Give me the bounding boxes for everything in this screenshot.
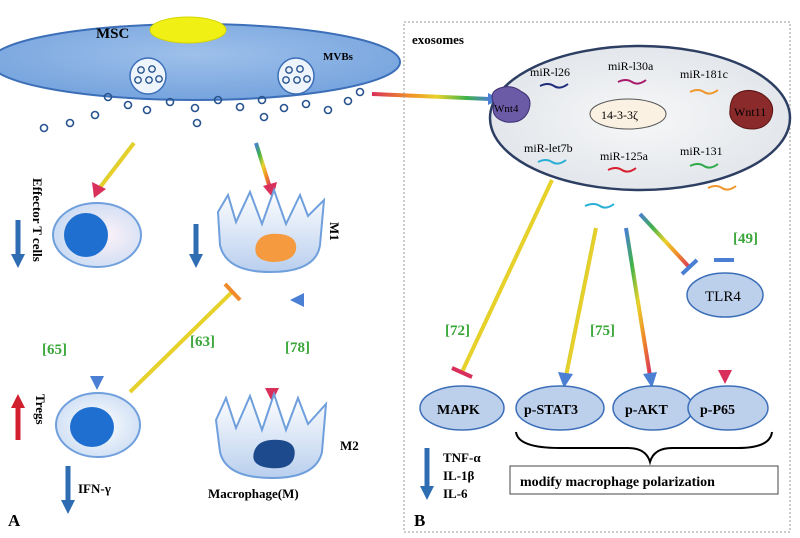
- tregs-label: Tregs: [33, 394, 48, 425]
- inhibit-tregs-to-m1: [128, 290, 234, 394]
- protein-14-3-3-zeta: [589, 98, 667, 130]
- wnt11-label: Wnt11: [734, 105, 766, 119]
- modify-box: [509, 465, 779, 495]
- modify-label: modify macrophage polarization: [520, 475, 715, 490]
- arrow-to-effector-head: [92, 182, 106, 198]
- m1-decrease-arrow-head: [189, 254, 203, 268]
- mir-125a-strand: [607, 167, 637, 173]
- mir-130a-strand: [617, 79, 647, 85]
- mir-let7b-strand: [537, 159, 567, 165]
- inhibit-to-mapk-bar: [451, 366, 473, 379]
- ref-75: [75]: [590, 323, 615, 339]
- wnt4-label: Wnt4: [494, 103, 519, 115]
- wnt4-protein: [491, 86, 531, 123]
- arrow-to-pakt: [624, 227, 652, 377]
- mir-130a-label: miR-l30a: [608, 59, 654, 73]
- protein-14-3-3-label: 14-3-3ζ: [601, 108, 638, 122]
- pstat3-node: [515, 385, 605, 431]
- mir-125a-label: miR-125a: [600, 149, 649, 163]
- inhibit-to-mapk: [460, 179, 554, 373]
- mir-131-label: miR-131: [680, 144, 723, 158]
- m1-macrophage: [216, 186, 326, 274]
- panel-b-frame: [403, 21, 791, 533]
- inhibit-to-tlr4-a: [638, 212, 692, 270]
- tnf-label: TNF-α: [443, 450, 481, 465]
- tlr4-label: TLR4: [705, 289, 741, 305]
- m2-nucleus: [253, 439, 295, 469]
- mir-let7b-label: miR-let7b: [524, 141, 573, 155]
- treg-increase-arrow-head: [11, 394, 25, 408]
- arrow-effector-to-tregs-head: [90, 376, 104, 390]
- ref-49: [49]: [733, 231, 758, 247]
- arrow-to-m1: [254, 142, 272, 189]
- ifn-label: IFN-γ: [78, 481, 111, 496]
- mir-181c-strand: [689, 89, 719, 95]
- panel-a-letter: A: [8, 511, 21, 530]
- arrow-to-pakt-head: [643, 372, 657, 388]
- msc-nucleus: [149, 16, 227, 44]
- ref-78: [78]: [285, 340, 310, 356]
- il1b-label: IL-1β: [443, 468, 475, 483]
- panel-b-letter: B: [414, 511, 425, 530]
- ifn-decrease-arrow-head: [61, 500, 75, 514]
- mir-126-label: miR-l26: [530, 65, 570, 79]
- tlr4-node: [686, 272, 764, 318]
- macrophage-label: Macrophage(M): [208, 486, 299, 501]
- effector-decrease-arrow-head: [11, 254, 25, 268]
- msc-label: MSC: [96, 26, 129, 42]
- released-mir-let7b: [584, 203, 615, 209]
- arrow-m1-to-m2-head: [265, 388, 279, 402]
- pakt-label: p-AKT: [625, 403, 668, 418]
- ref-72: [72]: [445, 323, 470, 339]
- mir-131-strand: [689, 163, 719, 169]
- m1-nucleus: [255, 233, 297, 262]
- m1-label: M1: [327, 222, 342, 241]
- arrow-to-pstat3-head: [558, 372, 573, 388]
- arrow-msc-to-exosomes: [371, 92, 491, 101]
- pp65-label: p-P65: [700, 403, 735, 418]
- inhibit-to-tlr4-a-bar: [680, 258, 699, 276]
- exosomes-label: exosomes: [412, 32, 464, 47]
- m2-label: M2: [340, 438, 359, 453]
- cytokine-decrease-arrow-head: [420, 486, 434, 500]
- effector-nucleus: [64, 213, 108, 257]
- mir-126-strand: [539, 83, 569, 89]
- effector-label: Effector T cells: [30, 178, 45, 262]
- inhibit-tregs-to-m1-bar: [223, 282, 242, 302]
- mvb-right: [277, 57, 315, 95]
- released-exosomes: [39, 87, 365, 133]
- mapk-label: MAPK: [437, 403, 480, 418]
- pp65-node: [687, 385, 769, 431]
- treg-nucleus: [70, 407, 114, 447]
- mvbs-label: MVBs: [323, 51, 354, 63]
- arrow-to-effector: [96, 141, 136, 192]
- mir-181c-label: miR-181c: [680, 67, 728, 81]
- arrow-to-pstat3: [564, 227, 598, 377]
- arrow-tlr4-to-pp65-head: [718, 370, 732, 384]
- ref-63: [63]: [190, 334, 215, 350]
- pstat3-label: p-STAT3: [524, 403, 578, 418]
- arrow-exosomes-to-macrophage-head: [290, 293, 304, 307]
- mvb-left: [129, 57, 167, 95]
- released-mir-181c: [707, 185, 737, 191]
- m2-macrophage: [214, 390, 328, 480]
- ref-65: [65]: [42, 342, 67, 358]
- wnt11-protein: [729, 90, 774, 130]
- il6-label: IL-6: [443, 486, 468, 501]
- mapk-node: [419, 385, 505, 431]
- grouping-brace: [515, 431, 773, 466]
